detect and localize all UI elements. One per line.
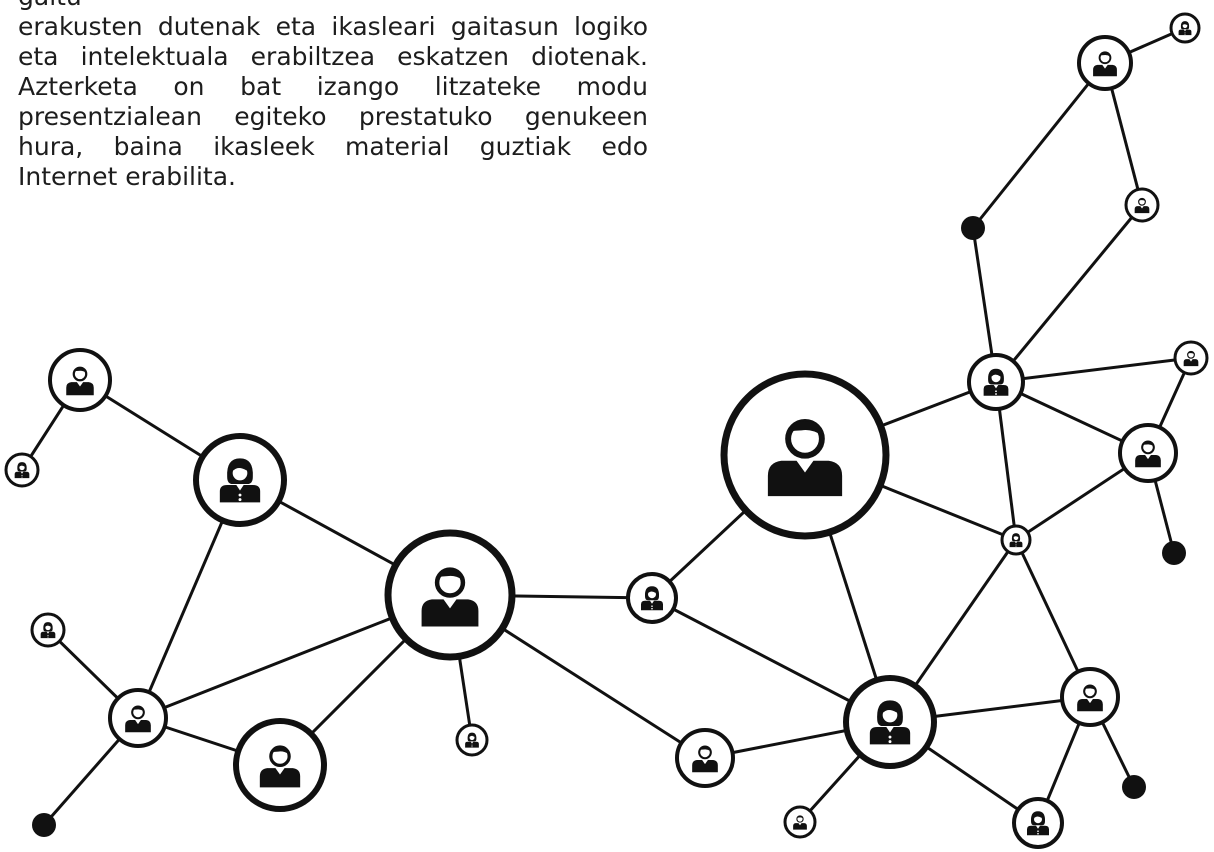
network-dot [1162,541,1186,565]
male-user-icon [720,370,890,540]
text-line: hura, baina ikasleek material guztiak ed… [18,132,648,161]
network-nodes [4,12,1209,849]
network-dot [32,813,56,837]
male-user-icon [1124,187,1160,223]
network-edges [20,26,1193,826]
network-dot [961,216,985,240]
text-line: Internet erabilita. [18,162,236,191]
male-user-icon [675,728,735,788]
male-user-icon [783,805,817,839]
female-user-icon [967,353,1025,411]
male-user-icon [233,718,327,812]
text-line: presentzialean egiteko prestatuko genuke… [18,102,648,131]
male-user-icon [1118,423,1178,483]
paragraph-text: gaitu erakusten dutenak eta ikasleari ga… [18,0,648,192]
male-user-icon [48,348,112,412]
network-edge [971,62,1107,229]
text-line: eta intelektuala erabiltzea eskatzen dio… [18,42,648,71]
female-user-icon [193,433,287,527]
network-edge [995,356,1192,384]
female-user-icon [626,572,678,624]
female-user-icon [1169,12,1201,44]
male-user-icon [108,688,168,748]
male-user-icon [1077,35,1133,91]
text-line: gaitu [18,0,648,12]
network-edge [994,204,1144,383]
text-line: Azterketa on bat izango litzateke modu [18,72,648,101]
female-user-icon [30,612,66,648]
female-user-icon [1012,797,1064,849]
male-user-icon [1060,667,1120,727]
female-user-icon [843,675,937,769]
male-user-icon [1173,340,1209,376]
female-user-icon [4,452,40,488]
female-user-icon [455,723,489,757]
network-dot [1122,775,1146,799]
text-line: erakusten dutenak eta ikasleari gaitasun… [18,12,648,41]
male-user-icon [384,529,516,661]
female-user-icon [1000,524,1032,556]
